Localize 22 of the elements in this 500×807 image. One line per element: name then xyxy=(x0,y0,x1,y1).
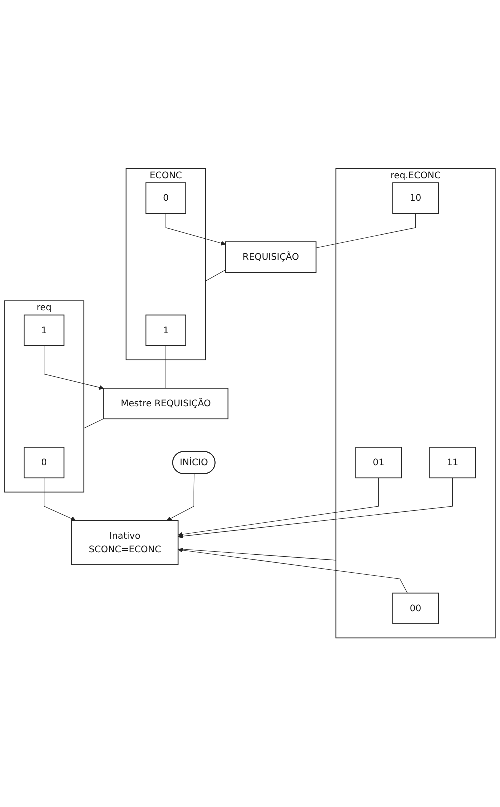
arrow xyxy=(178,478,380,538)
arrow xyxy=(44,478,76,522)
arrow xyxy=(178,548,408,594)
node-box: 01 xyxy=(356,447,402,479)
connector xyxy=(178,548,336,561)
node-box: 0 xyxy=(146,182,186,214)
node-box: Mestre REQUISIÇÃO xyxy=(104,388,229,420)
node-box: Inativo SCONC=ECONC xyxy=(72,520,179,566)
node-box: 10 xyxy=(392,182,440,214)
node-box: 1 xyxy=(146,314,186,346)
arrow xyxy=(178,478,454,539)
arrow xyxy=(166,213,226,246)
connector xyxy=(206,270,226,282)
node-box: 11 xyxy=(430,447,476,479)
connector xyxy=(84,418,104,429)
node-box: 0 xyxy=(24,447,65,479)
arrow xyxy=(166,474,195,521)
arrow xyxy=(44,346,104,390)
connector xyxy=(316,213,416,248)
node-box: 00 xyxy=(392,592,440,624)
node-box: 1 xyxy=(24,314,65,346)
node-box: REQUISIÇÃO xyxy=(225,242,317,274)
